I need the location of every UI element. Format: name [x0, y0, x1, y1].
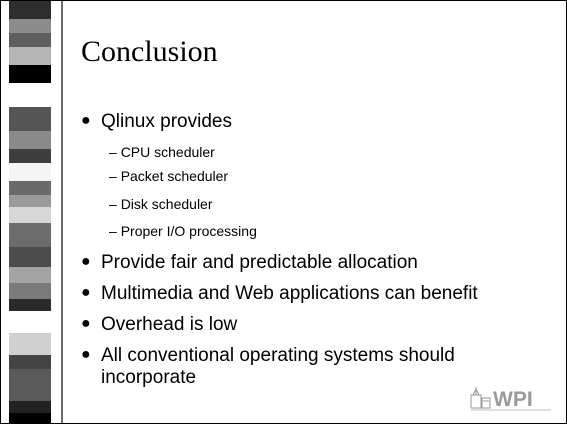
bullet-icon: ●	[81, 346, 91, 363]
sub-bullet-item: – Disk scheduler	[109, 196, 213, 212]
sub-bullet-text: Disk scheduler	[120, 196, 213, 212]
slide-title: Conclusion	[81, 35, 218, 68]
bullet-icon: ●	[81, 315, 91, 332]
bullet-icon: ●	[81, 284, 91, 301]
divider-line	[61, 1, 63, 423]
bullet-text-continued: incorporate	[101, 367, 197, 388]
svg-text:WPI: WPI	[493, 388, 533, 411]
wpi-logo: WPI	[470, 387, 551, 411]
bullet-icon: ●	[81, 112, 91, 129]
sub-bullet-text: Packet scheduler	[120, 168, 229, 184]
bullet-text: Qlinux provides	[101, 111, 232, 132]
bullet-text: Provide fair and predictable allocation	[101, 252, 418, 273]
bullet-text: All conventional operating systems shoul…	[101, 345, 455, 366]
bullet-text: Multimedia and Web applications can bene…	[101, 283, 478, 304]
decorative-left-strip	[9, 1, 51, 423]
sub-bullet-item: – Proper I/O processing	[109, 223, 257, 239]
sub-bullet-text: Proper I/O processing	[120, 223, 257, 239]
bullet-text: Overhead is low	[101, 314, 238, 335]
sub-bullet-item: – Packet scheduler	[109, 168, 229, 184]
sub-bullet-text: CPU scheduler	[120, 144, 215, 160]
sub-bullet-item: – CPU scheduler	[109, 144, 215, 160]
bullet-icon: ●	[81, 253, 91, 270]
